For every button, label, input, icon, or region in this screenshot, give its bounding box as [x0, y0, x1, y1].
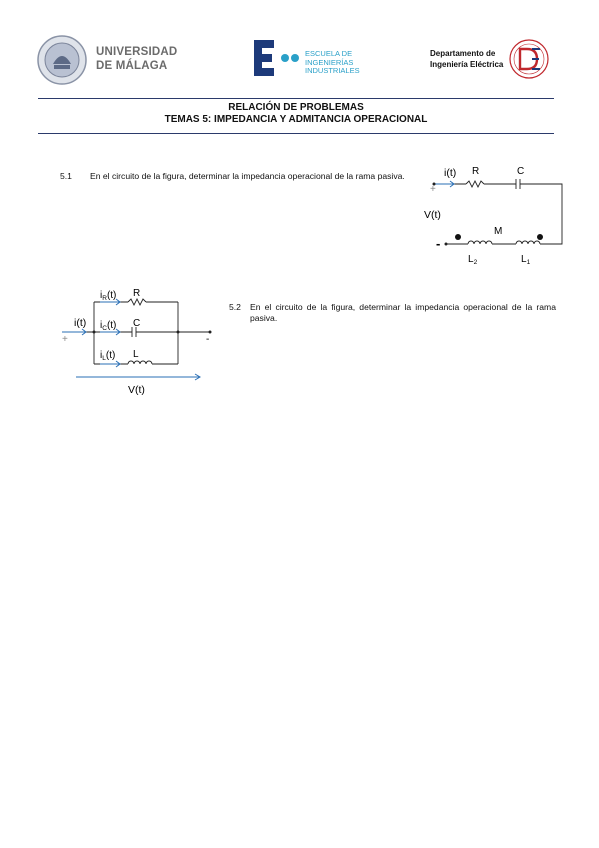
school-line-2: INGENIERÍAS [305, 57, 354, 67]
plus-sign: + [430, 184, 436, 195]
inductor-symbol [127, 360, 153, 365]
resistor-symbol [127, 297, 147, 307]
inductor-current-arrow [100, 360, 121, 368]
header-rule-top [38, 98, 554, 99]
current-arrow [434, 180, 455, 188]
capacitor-label: C [133, 318, 140, 329]
department-line-2: Ingeniería Eléctrica [430, 60, 504, 69]
inductor-l2-symbol [467, 240, 493, 245]
wire [520, 183, 563, 245]
polarity-dot [537, 234, 543, 240]
resistor-label: R [133, 288, 140, 299]
department-logo [509, 39, 549, 79]
mutual-label: M [494, 226, 502, 237]
department-name: Departamento de Ingeniería Eléctrica [430, 48, 503, 70]
voltage-arrow [76, 373, 201, 381]
university-line-1: UNIVERSIDAD [96, 46, 178, 58]
header-rule-bottom [38, 133, 554, 134]
school-line-1: ESCUELA DE [305, 49, 353, 58]
problem-text: En el circuito de la figura, determinar … [90, 171, 405, 181]
inductor-current-label: iL(t) [100, 350, 115, 362]
university-name: UNIVERSIDAD DE MÁLAGA [96, 45, 177, 73]
capacitor-current-label: iC(t) [100, 320, 116, 332]
minus-sign: - [436, 236, 440, 251]
capacitor-label: C [517, 166, 524, 177]
problem-text: En el circuito de la figura, determinar … [250, 302, 556, 323]
node [176, 330, 180, 334]
inductor-l2-label: L2 [468, 254, 478, 266]
capacitor-symbol [515, 179, 521, 189]
resistor-current-label: iR(t) [100, 290, 116, 302]
circuit-diagram-2: i(t) + - iR(t) iC(t) iL(t) R C L V(t) [62, 288, 212, 396]
current-label: i(t) [74, 317, 86, 329]
resistor-label: R [472, 166, 479, 177]
minus-sign: - [206, 334, 209, 345]
university-line-2: DE MÁLAGA [96, 60, 168, 72]
voltage-label: V(t) [424, 209, 441, 221]
plus-sign: + [62, 334, 68, 345]
school-line-3: INDUSTRIALES [305, 66, 360, 75]
inductor-label: L [133, 349, 139, 360]
node [444, 242, 448, 246]
school-logo [254, 40, 299, 76]
polarity-dot [455, 234, 461, 240]
current-arrow [62, 328, 87, 336]
resistor-current-arrow [100, 298, 121, 306]
university-seal-logo [37, 35, 87, 85]
school-name: ESCUELA DE INGENIERÍAS INDUSTRIALES [305, 49, 360, 76]
node [432, 182, 436, 186]
problem-number: 5.1 [60, 171, 72, 181]
inductor-l1-label: L1 [521, 254, 531, 266]
voltage-label: V(t) [128, 384, 145, 396]
resistor-symbol [465, 179, 485, 189]
capacitor-current-arrow [100, 328, 121, 336]
page-title: RELACIÓN DE PROBLEMAS TEMAS 5: IMPEDANCI… [38, 102, 554, 126]
current-label: i(t) [444, 167, 456, 179]
circuit-diagram-1: i(t) + R C V(t) - M L2 L1 [424, 166, 563, 266]
title-line-1: RELACIÓN DE PROBLEMAS [228, 102, 364, 113]
problem-number: 5.2 [229, 302, 241, 312]
title-line-2: TEMAS 5: IMPEDANCIA Y ADMITANCIA OPERACI… [164, 114, 428, 125]
node [92, 330, 96, 334]
node [208, 330, 212, 334]
inductor-l1-symbol [515, 240, 541, 245]
department-line-1: Departamento de [430, 49, 496, 58]
